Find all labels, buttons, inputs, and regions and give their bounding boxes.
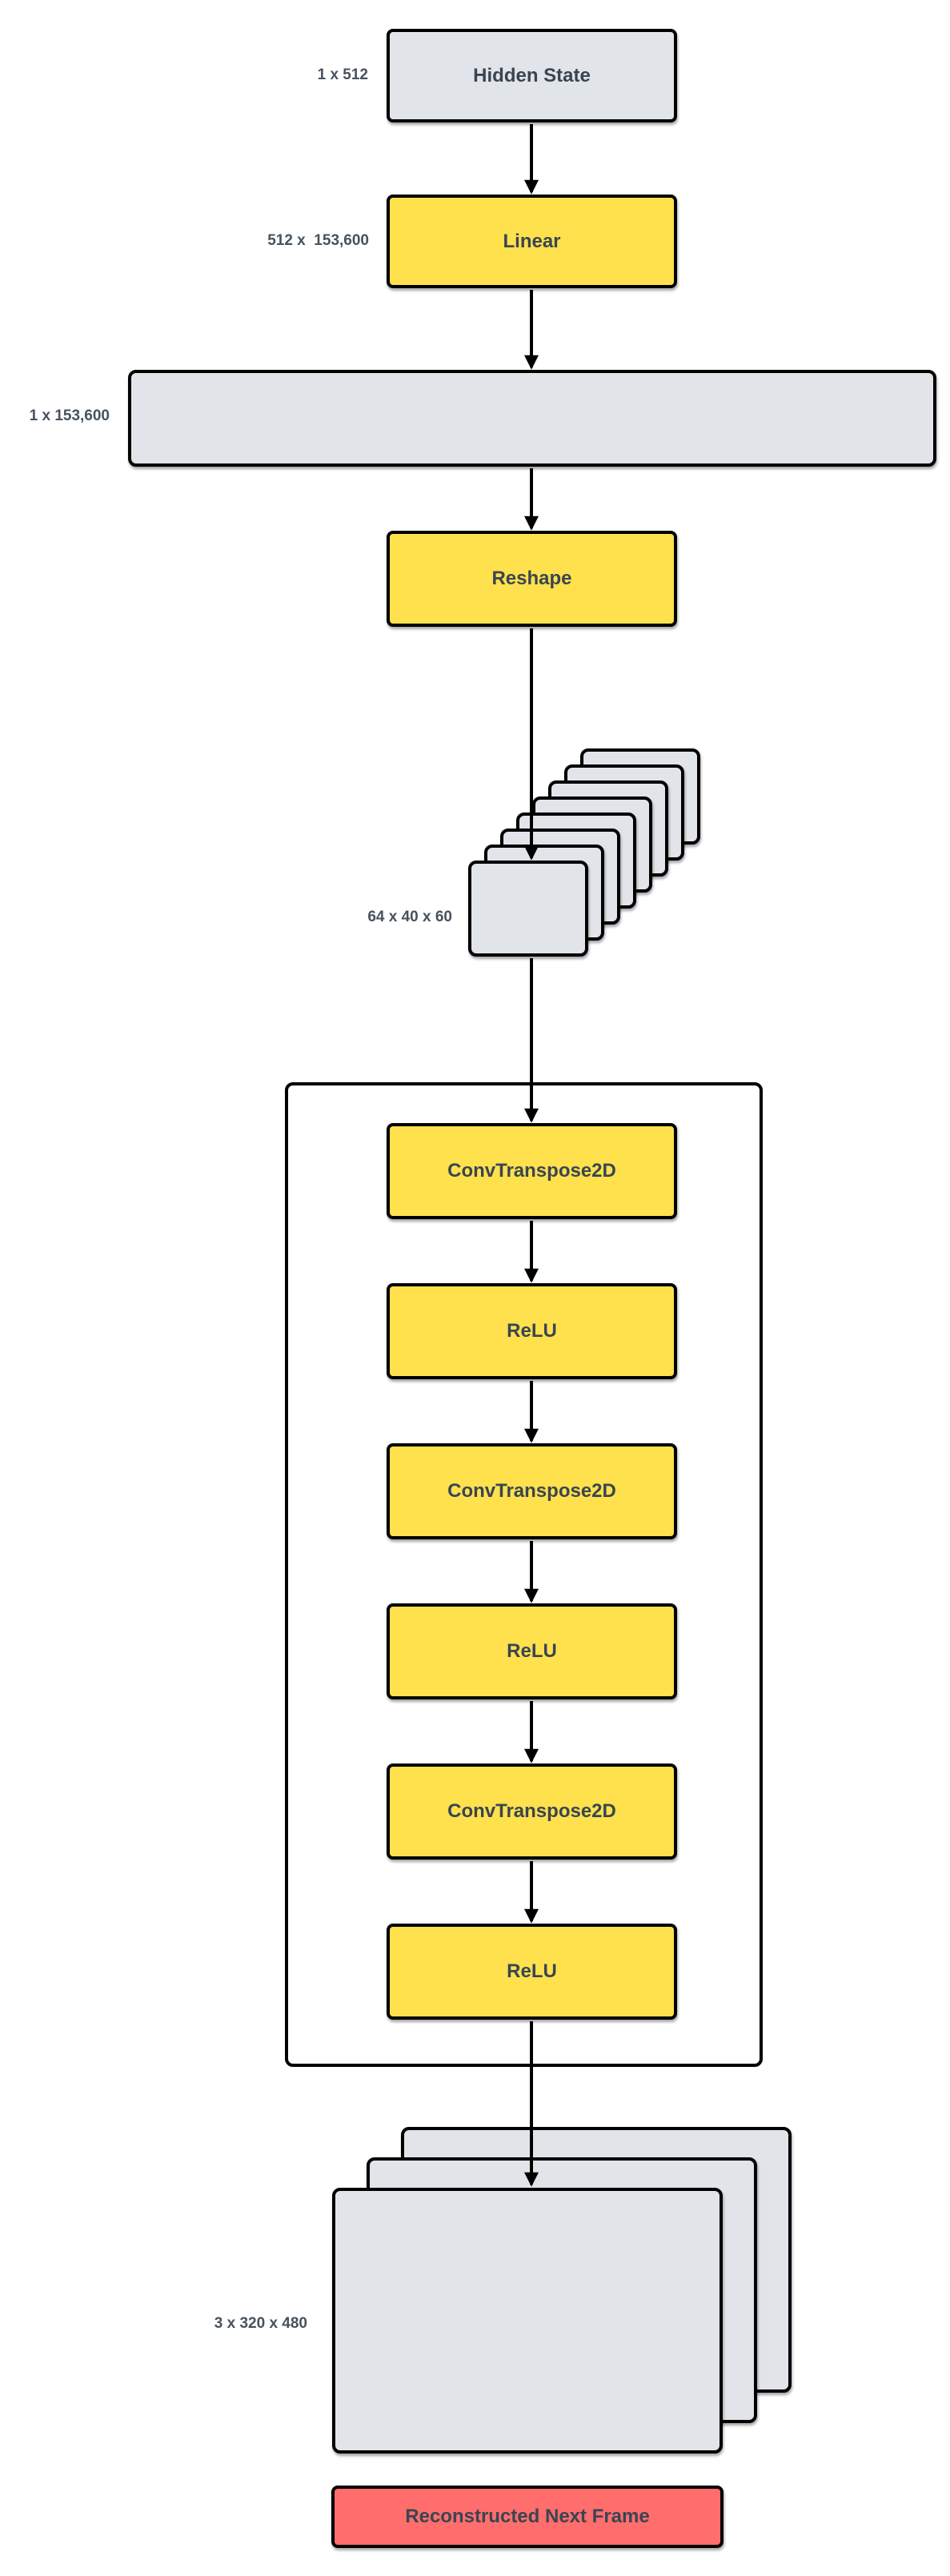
dim-label-flat-vector: 1 x 153,600 [29, 407, 110, 424]
node-convtranspose2d-1: ConvTranspose2D [387, 1123, 677, 1219]
node-convtranspose2d-3: ConvTranspose2D [387, 1763, 677, 1860]
node-reconstructed-next-frame: Reconstructed Next Frame [331, 2486, 724, 2548]
feature-map-layer [468, 861, 588, 957]
node-relu-1: ReLU [387, 1283, 677, 1379]
dim-label-hidden-state: 1 x 512 [317, 66, 368, 83]
dim-label-linear: 512 x 153,600 [267, 232, 369, 249]
node-reshape: Reshape [387, 531, 677, 627]
node-relu-2: ReLU [387, 1603, 677, 1699]
decoder-container [285, 1082, 763, 2067]
output-frame-layer [332, 2188, 723, 2454]
node-flat-vector [128, 370, 936, 467]
node-linear: Linear [387, 195, 677, 288]
node-convtranspose2d-2: ConvTranspose2D [387, 1443, 677, 1539]
node-relu-3: ReLU [387, 1924, 677, 2020]
dim-label-feature-maps: 64 x 40 x 60 [367, 909, 452, 925]
node-hidden-state: Hidden State [387, 29, 677, 122]
dim-label-output-frames: 3 x 320 x 480 [214, 2315, 307, 2332]
